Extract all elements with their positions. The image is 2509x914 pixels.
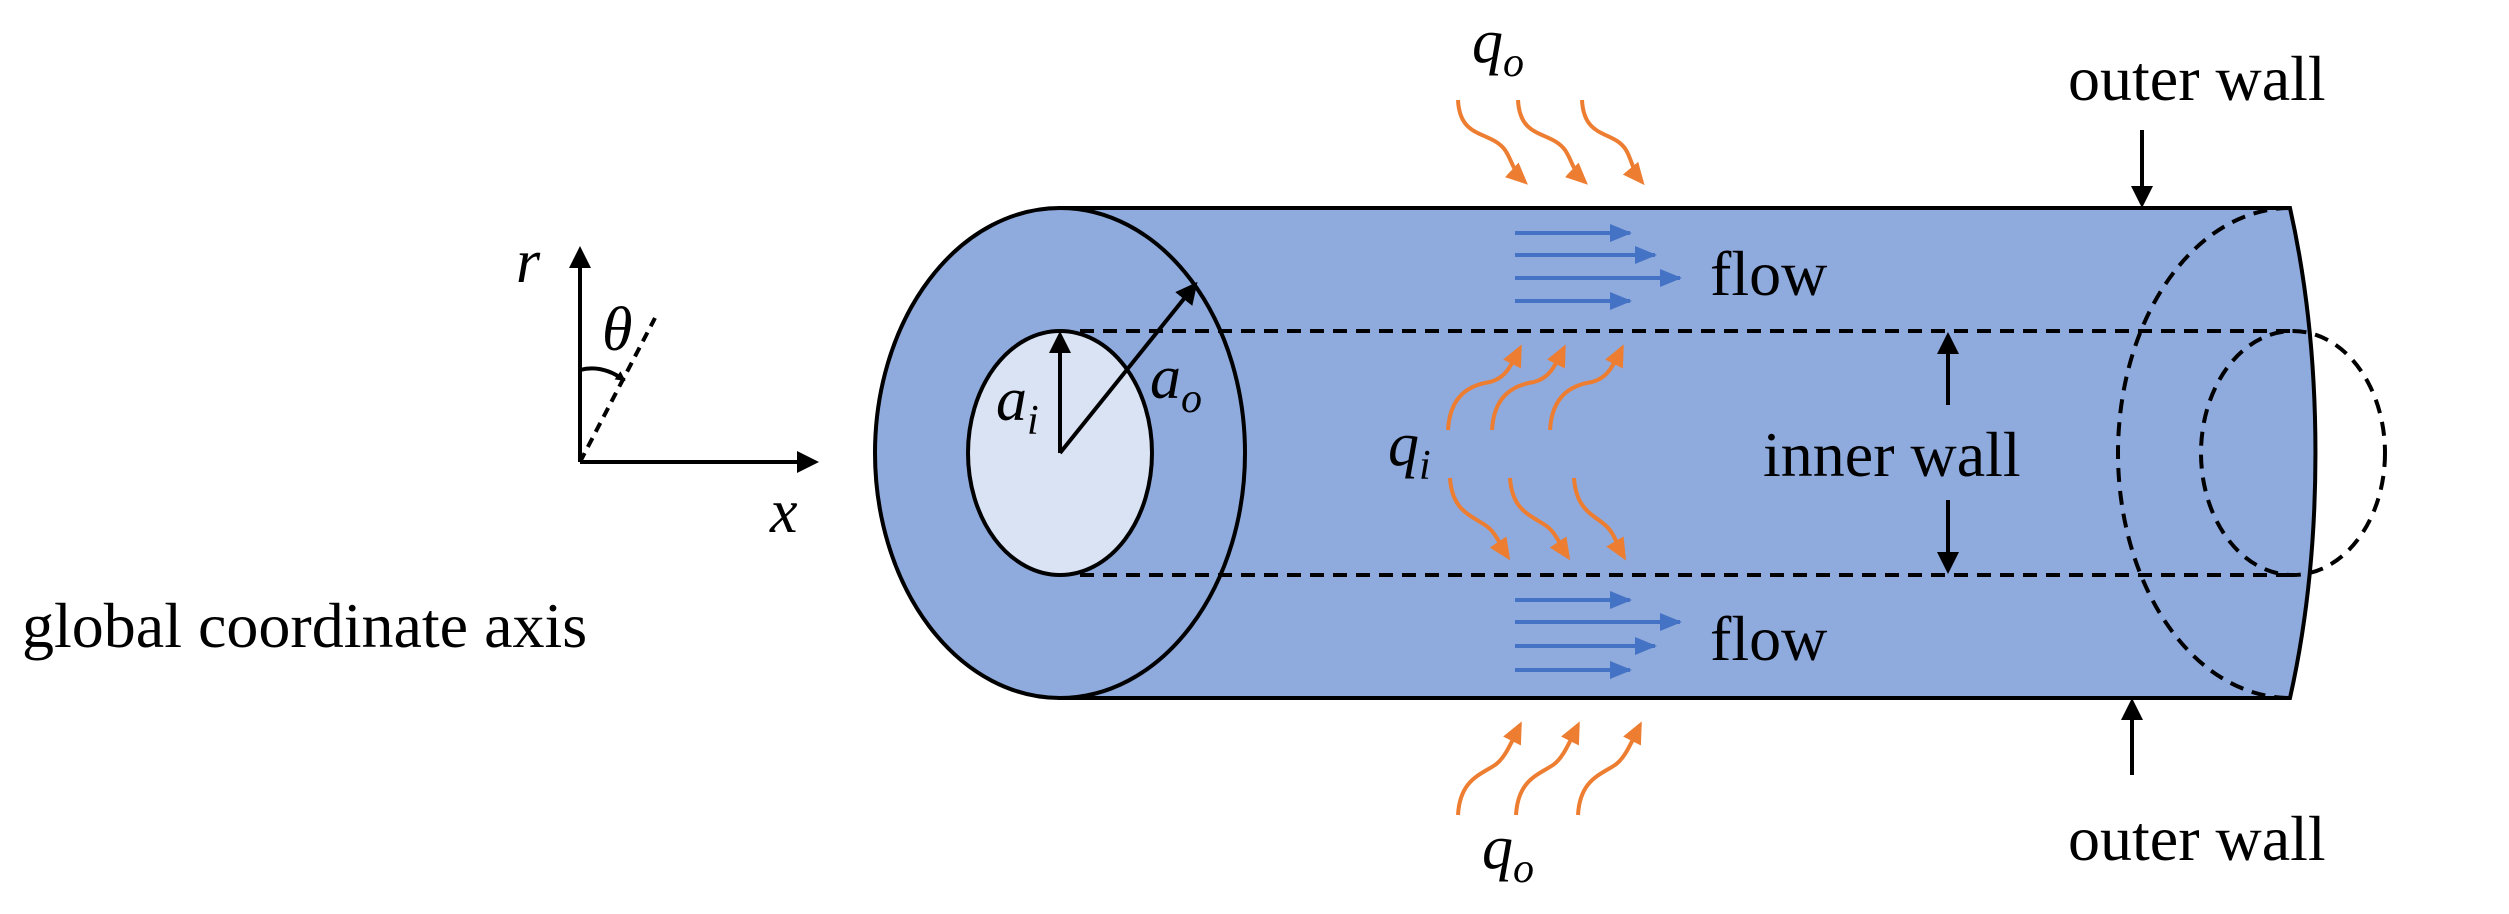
- heat-arrow: [1572, 477, 1627, 561]
- r-axis-label: r: [516, 228, 541, 296]
- heat-flux-inner: qi: [1388, 344, 1627, 561]
- hidden-outer-ellipse: [2116, 206, 2291, 700]
- heat-arrow: [1516, 99, 1588, 185]
- heat-arrow: [1456, 99, 1528, 185]
- heat-flux-outer-bottom: qo: [1456, 721, 1642, 892]
- heat-flux-outer-bottom-label: qo: [1482, 814, 1534, 892]
- outer-radius-arrow: [1058, 281, 1198, 455]
- heat-arrow: [1580, 99, 1645, 186]
- radius-indicators: ai ao: [996, 281, 1202, 455]
- heat-arrow: [1456, 721, 1522, 816]
- heat-arrow: [1514, 721, 1580, 816]
- outer-wall-bottom-label: outer wall: [2068, 803, 2326, 874]
- outer-wall-top-label: outer wall: [2068, 43, 2326, 114]
- heat-arrow: [1508, 477, 1571, 561]
- flow-arrows-top: flow: [1515, 224, 1827, 310]
- coordinate-axis-caption: global coordinate axis: [22, 590, 587, 661]
- inner-wall-label: inner wall: [1763, 419, 2021, 490]
- heat-arrow: [1448, 477, 1511, 561]
- flow-arrows-bottom: flow: [1515, 591, 1827, 679]
- theta-angle-arc: [579, 366, 626, 382]
- flow-bottom-label: flow: [1710, 603, 1827, 674]
- outer-wall-annotations: outer wall outer wall: [2068, 43, 2326, 874]
- heat-arrow: [1490, 344, 1566, 431]
- heat-flux-outer-top-label: qo: [1472, 8, 1524, 86]
- coordinate-axis: r θ x global coordinate axis: [22, 228, 819, 661]
- x-axis-label: x: [769, 478, 798, 546]
- heat-flux-outer-top: qo: [1456, 8, 1645, 186]
- heat-arrow: [1446, 344, 1522, 431]
- pipe-body: [1058, 206, 2318, 700]
- heat-arrow: [1576, 721, 1642, 816]
- outer-radius-label: ao: [1150, 344, 1202, 422]
- heat-arrow: [1548, 344, 1624, 431]
- pipe: [873, 206, 2387, 700]
- inner-radius-label: ai: [996, 366, 1039, 444]
- hidden-inner-ellipse: [2199, 329, 2387, 577]
- flow-top-label: flow: [1710, 238, 1827, 309]
- theta-label: θ: [602, 296, 632, 364]
- inner-wall-annotation: inner wall: [1763, 332, 2021, 574]
- heat-flux-inner-label: qi: [1388, 411, 1431, 489]
